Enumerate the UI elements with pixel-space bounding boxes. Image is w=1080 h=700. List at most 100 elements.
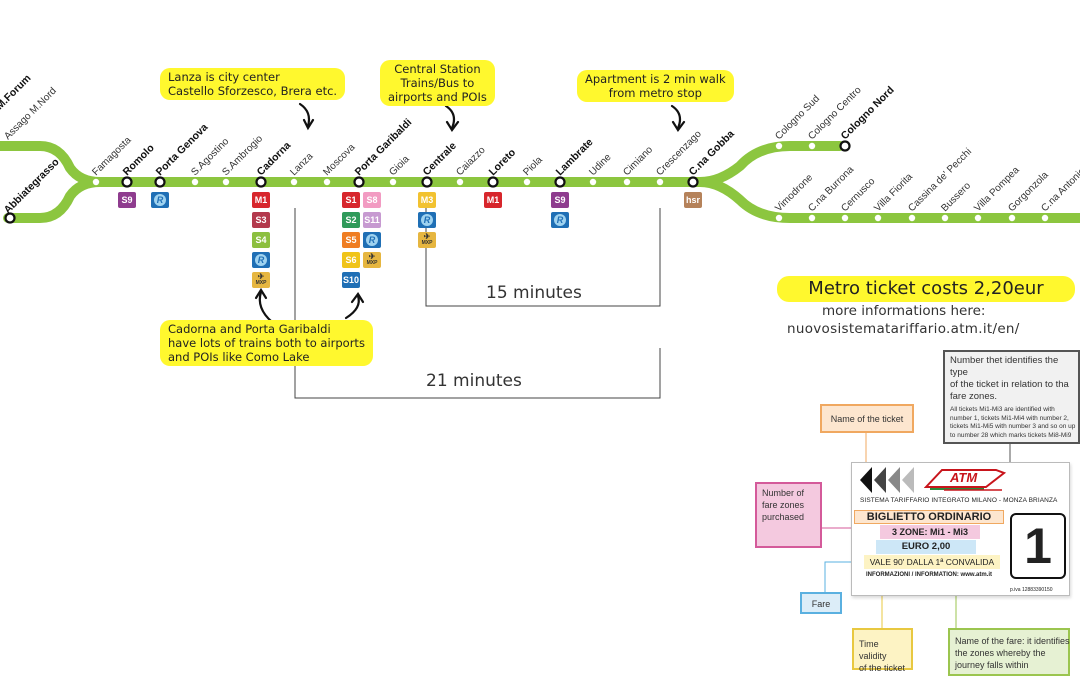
atm-logo (923, 467, 1007, 496)
callout-lanza: Lanza is city center Castello Sforzesco,… (160, 68, 346, 100)
ticket-sample: ATM SISTEMA TARIFFARIO INTEGRATO MILANO … (851, 462, 1070, 596)
r-icon: R (154, 194, 166, 206)
badge-cna-gobba-hsr: hsr (684, 192, 702, 208)
legend-fare-zones-line-2: fare zones (762, 500, 805, 510)
station-marker-udine (589, 178, 597, 186)
arrow-to-porta-garibaldi (344, 294, 360, 320)
ticket-info-text: INFORMAZIONI / INFORMATION: www.atm.it (866, 572, 992, 578)
station-marker-villa-fiorita (874, 214, 882, 222)
callout-cadorna-line-1: Cadorna and Porta Garibaldi (168, 322, 331, 336)
badge-porta-garibaldi-left-s1: S1 (342, 192, 360, 208)
atm-logo-text: ATM (950, 470, 978, 485)
arrowhead-lanza (302, 118, 315, 131)
badge-centrale-m3: M3 (418, 192, 436, 208)
duration-brackets (294, 208, 661, 399)
station-marker-caiazzo (456, 178, 464, 186)
legend-type-number-title-2: of the ticket in relation to tha (950, 379, 1069, 390)
legend-fare-name: Name of the fare: it identifies the zone… (948, 628, 1070, 676)
arrowhead-porta-garibaldi (350, 292, 365, 304)
station-marker-centrale (421, 176, 433, 188)
legend-validity: Time validity of the ticket (852, 628, 913, 673)
airplane-icon: ✈ (257, 272, 265, 281)
legend-type-number-detail-1: All tickets Mi1-Mi3 are identified with (950, 406, 1055, 413)
station-marker-romolo (121, 176, 133, 188)
arrow-to-cadorna (258, 290, 274, 324)
line-abbiategrasso-branch (3, 177, 105, 223)
callout-apartment-line-1: Apartment is 2 min walk (585, 72, 726, 86)
r-icon: R (366, 234, 378, 246)
station-marker-gorgonzola (1008, 214, 1016, 222)
bracket-21-minutes (294, 208, 661, 399)
legend-ticket-name: Name of the ticket (820, 404, 914, 433)
callout-apartment: Apartment is 2 min walk from metro stop (577, 70, 734, 102)
station-marker-cologno-centro (808, 142, 816, 150)
station-marker-loreto (487, 176, 499, 188)
badge-centrale-mxp: ✈MXP (418, 232, 436, 248)
more-info-label: more informations here: (822, 303, 986, 319)
station-marker-cologno-nord (839, 140, 851, 152)
station-label-m-forum: M.Forum (0, 72, 33, 112)
ticket-type-number: 1 (1010, 513, 1066, 579)
ticket-name-field: BIGLIETTO ORDINARIO (854, 510, 1004, 524)
station-marker-crescenzago (656, 178, 664, 186)
ticket-vat-text: p.iva 12883390150 (1010, 587, 1053, 593)
legend-fare-name-line-1: Name of the fare: it identifies (955, 636, 1070, 646)
badge-porta-garibaldi-left-s10: S10 (342, 272, 360, 288)
callout-lanza-line-2: Castello Sforzesco, Brera etc. (168, 84, 338, 98)
station-marker-cimiano (623, 178, 631, 186)
legend-fare: Fare (800, 592, 842, 614)
legend-type-number: Number thet identifies the type of the t… (943, 350, 1080, 444)
legend-fare-zones-line-1: Number of (762, 488, 805, 498)
legend-type-number-detail-4: to number 28 which marks tickets Mi8-Mi9 (950, 431, 1072, 439)
station-label-piola: Piola (521, 154, 545, 178)
badge-loreto-m1: M1 (484, 192, 502, 208)
station-marker-porta-garibaldi (353, 176, 365, 188)
arrow-to-lanza (298, 102, 311, 128)
more-info-url[interactable]: nuovosistematariffario.atm.it/en/ (787, 321, 1020, 337)
arrowhead-centrale (445, 120, 460, 132)
badge-centrale-r: R (418, 212, 436, 228)
arrowhead-cna-gobba (671, 120, 686, 132)
ticket-fare-field: EURO 2,00 (876, 540, 976, 554)
badge-porta-garibaldi-right-mxp: ✈MXP (363, 252, 381, 268)
legend-validity-line-2: of the ticket (859, 663, 906, 673)
badge-porta-garibaldi-right-s8: S8 (363, 192, 381, 208)
badge-porta-garibaldi-right-s11: S11 (363, 212, 381, 228)
station-marker-cernusco (841, 214, 849, 222)
legend-type-number-title-1: Number thet identifies the type (950, 355, 1059, 378)
station-marker-abbiategrasso (4, 212, 16, 224)
station-label-udine: Udine (587, 152, 614, 179)
r-icon: R (255, 254, 267, 266)
station-label-moscova: Moscova (321, 142, 357, 178)
station-marker-c-na-antonietta (1041, 214, 1049, 222)
badge-lambrate-s9: S9 (551, 192, 569, 208)
badge-cadorna-mxp: ✈MXP (252, 272, 270, 288)
station-label-porta-garibaldi: Porta Garibaldi (353, 116, 415, 178)
station-label-bussero: Bussero (939, 180, 973, 214)
bracket-15-minutes (425, 208, 661, 307)
badge-porta-garibaldi-left-s2: S2 (342, 212, 360, 228)
station-marker-lambrate (554, 176, 566, 188)
legend-type-number-detail-3: tickets Mi1-Mi5 with number 3 and so on … (950, 423, 1076, 430)
station-marker-c-na-burrona (808, 214, 816, 222)
station-label-cimiano: Cimiano (621, 144, 655, 178)
callout-central-line-2: Trains/Bus to (400, 76, 475, 90)
r-icon: R (421, 214, 433, 226)
station-marker-c-na-gobba (687, 176, 699, 188)
badge-porta-garibaldi-right-r: R (363, 232, 381, 248)
badge-cadorna-s3: S3 (252, 212, 270, 228)
station-marker-s-ambrogio (222, 178, 230, 186)
atm-chevrons-icon (860, 467, 922, 498)
legend-validity-line-1: Time validity (859, 639, 887, 661)
line-main-branch (0, 141, 845, 187)
station-marker-lanza (290, 178, 298, 186)
station-label-lanza: Lanza (288, 151, 315, 178)
station-marker-cadorna (255, 176, 267, 188)
badge-cadorna-s4: S4 (252, 232, 270, 248)
arrowhead-cadorna (254, 287, 268, 300)
ticket-zones-field: 3 ZONE: Mi1 - Mi3 (880, 525, 980, 539)
badge-porta-genova-r: R (151, 192, 169, 208)
ticket-validity-field: VALE 90' DALLA 1ª CONVALIDA (864, 555, 1000, 569)
station-marker-s-agostino (191, 178, 199, 186)
